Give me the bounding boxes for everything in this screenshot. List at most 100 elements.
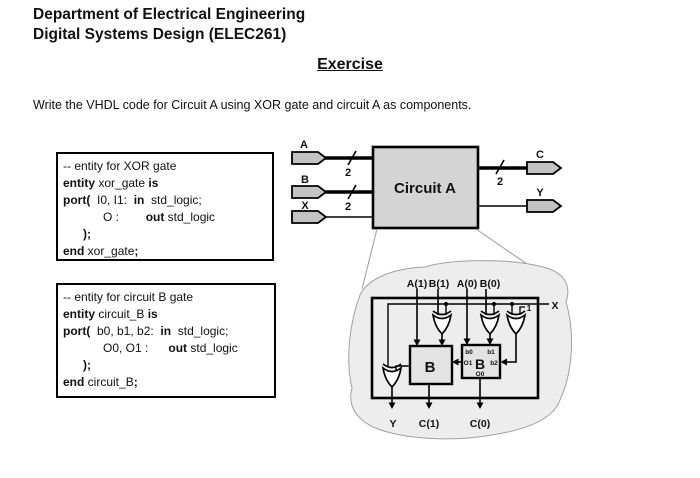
code-segment: is — [147, 307, 158, 321]
input-a-label: A — [300, 139, 308, 151]
code-segment: -- entity for circuit B gate — [63, 290, 194, 304]
input-pin-b-icon — [291, 185, 328, 199]
department-title: Department of Electrical Engineering — [33, 6, 306, 23]
code-segment: std_logic — [164, 210, 216, 224]
code-segment: out — [145, 210, 165, 224]
detail-b0-label: B(0) — [480, 278, 500, 290]
bus-b-width: 2 — [345, 201, 351, 213]
code-segment: ); — [63, 227, 91, 241]
detail-y-label: Y — [389, 418, 396, 430]
const-one-label: 1 — [527, 303, 532, 313]
code-segment: circuit_B — [98, 307, 148, 321]
detail-b1-label: B(1) — [429, 278, 449, 290]
junction-dot-2 — [491, 301, 497, 307]
arrow-xor2-icon — [486, 338, 494, 345]
input-x-label: X — [301, 200, 309, 212]
code-segment: std_logic — [187, 341, 238, 355]
code-line: port( I0, I1: in std_logic; — [63, 192, 268, 209]
output-c-label: C — [536, 149, 544, 161]
callout-line-left — [361, 228, 378, 290]
port-b2-label: b2 — [490, 360, 498, 367]
input-b-label: B — [301, 174, 309, 186]
bus-a-width: 2 — [345, 167, 351, 179]
code-segment: in — [160, 324, 172, 338]
bus-c-width: 2 — [497, 176, 503, 188]
code-line: O0, O1 : out std_logic — [63, 340, 270, 357]
code-line: ); — [63, 357, 270, 374]
xor3-out — [507, 333, 517, 363]
code-segment: ; — [134, 244, 139, 258]
code-segment: entity — [63, 307, 99, 321]
bus-b-slash-icon — [347, 184, 357, 200]
code-segment: -- entity for XOR gate — [63, 159, 177, 173]
const-one-stub — [519, 306, 525, 315]
output-pin-c-icon — [526, 161, 563, 175]
code-segment: ; — [133, 375, 138, 389]
b-block-left-label: B — [425, 359, 436, 376]
code-segment: in — [133, 193, 145, 207]
zoom-callout — [348, 228, 572, 440]
bus-c-slash-icon — [495, 159, 505, 175]
code-segment: is — [148, 176, 159, 190]
arrow-y-icon — [388, 402, 396, 409]
port-o1-label: O1 — [464, 360, 473, 367]
course-title: Digital Systems Design (ELEC261) — [33, 26, 287, 43]
input-pin-x-icon — [291, 210, 328, 224]
detail-box — [370, 296, 540, 400]
block-diagram: A 2 B 2 X Circuit A 2 C Y — [291, 139, 563, 230]
code-line: port( b0, b1, b2: in std_logic; — [63, 323, 270, 340]
code-segment: xor_gate — [98, 176, 149, 190]
code-line: -- entity for circuit B gate — [63, 289, 270, 306]
arrow-xor1-icon — [438, 339, 446, 346]
arrow-a1-icon — [413, 339, 421, 346]
code-line: O : out std_logic — [63, 209, 268, 226]
code-segment: xor_gate — [84, 244, 135, 258]
arrow-c1-icon — [425, 402, 433, 409]
code-line: end xor_gate; — [63, 243, 268, 260]
port-b1-label: b1 — [487, 349, 495, 356]
code-segment: b0, b1, b2: — [90, 324, 161, 338]
code-segment: entity — [63, 176, 99, 190]
circuitb-entity-code-box: -- entity for circuit B gate entity circu… — [56, 283, 276, 398]
arrow-a0-icon — [463, 338, 471, 345]
code-line: -- entity for XOR gate — [63, 158, 268, 175]
circuit-a-block — [371, 145, 480, 230]
code-segment: end — [63, 244, 85, 258]
detail-a1-label: A(1) — [407, 278, 427, 290]
detail-diagram: A(1) B(1) A(0) B(0) X 1 — [370, 278, 559, 430]
xor-gate-4-icon — [381, 363, 403, 389]
junction-dot-3 — [509, 301, 515, 307]
bus-a-slash-icon — [347, 150, 357, 166]
code-segment: O : — [63, 210, 146, 224]
code-segment: std_logic; — [171, 324, 229, 338]
code-segment: std_logic; — [144, 193, 202, 207]
code-segment: circuit_B — [84, 375, 134, 389]
instruction-text: Write the VHDL code for Circuit A using … — [33, 98, 472, 112]
code-line: end circuit_B; — [63, 374, 270, 391]
port-o0-label: O0 — [476, 371, 485, 378]
xor-entity-code-box: -- entity for XOR gate entity xor_gate is… — [56, 152, 274, 261]
code-segment: port( — [63, 193, 91, 207]
detail-a0-label: A(0) — [457, 278, 477, 290]
code-line: ); — [63, 226, 268, 243]
code-line: entity xor_gate is — [63, 175, 268, 192]
code-segment: ); — [63, 358, 91, 372]
detail-blob — [348, 260, 572, 440]
xor-gate-1-icon — [431, 310, 453, 336]
arrow-c0-icon — [476, 402, 484, 409]
detail-c1-label: C(1) — [419, 418, 439, 430]
arrow-o1-icon — [452, 358, 459, 366]
code-segment: I0, I1: — [90, 193, 134, 207]
detail-x-label: X — [551, 300, 558, 312]
xor-gate-2-icon — [479, 310, 501, 336]
page-header: Department of Electrical Engineering Dig… — [33, 5, 305, 45]
code-segment: O0, O1 : — [63, 341, 169, 355]
junction-dot-1 — [443, 301, 449, 307]
code-line: entity circuit_B is — [63, 306, 270, 323]
input-pin-a-icon — [291, 151, 328, 165]
page-title: Exercise — [317, 56, 383, 73]
b-block-left — [408, 344, 454, 386]
arrow-b2-icon — [500, 358, 507, 366]
